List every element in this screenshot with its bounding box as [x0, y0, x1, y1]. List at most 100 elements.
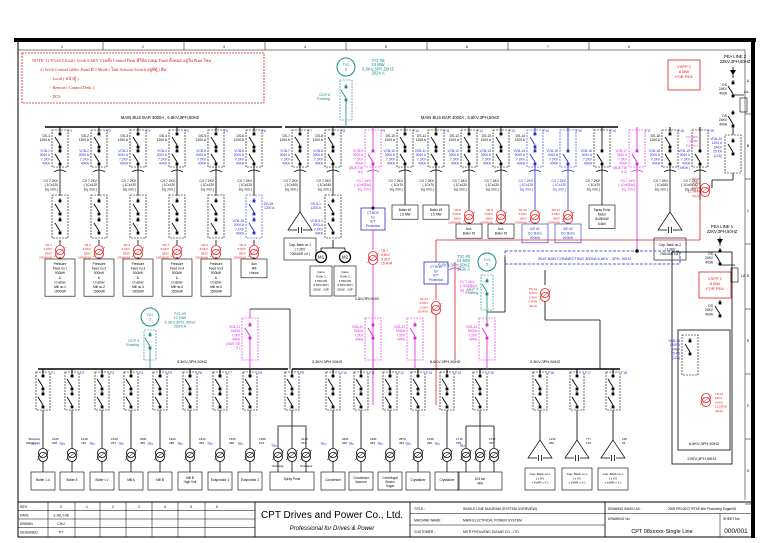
drawout-contact-icon — [97, 212, 101, 216]
vcb-icon — [571, 396, 578, 406]
ds-label: DS — [708, 252, 713, 256]
vcb-icon — [529, 153, 536, 163]
ruler-column-label: 2 — [142, 45, 144, 49]
drawout-contact-icon — [298, 162, 302, 166]
drawout-contact-icon — [100, 387, 104, 391]
tr-label: TRx — [59, 442, 65, 446]
designed-label: DESIGNED — [20, 531, 38, 535]
vcb-label: VCB-10 — [383, 149, 395, 153]
vcb-label: 3150 A — [617, 153, 628, 157]
disconnect-switch-icon — [171, 203, 178, 213]
tr-label: TRx — [237, 442, 243, 446]
tr-label: TRx — [118, 442, 124, 446]
cable-label: ( 1Cx120 — [201, 183, 215, 187]
transformer-arrow-icon — [459, 449, 473, 461]
ds-label: 24KV — [705, 308, 714, 312]
load-label: 48A — [477, 481, 484, 485]
transformer-icon — [172, 245, 182, 255]
disconnect-switch-icon — [534, 378, 541, 388]
capacitor-bank-icon — [287, 211, 313, 233]
vcb-label: #1) — [358, 170, 363, 174]
vcb-label: 7.2KV — [417, 157, 427, 161]
vcb-label: 7.2KV — [354, 157, 364, 161]
vspp-label: VSPP 1 — [708, 276, 723, 281]
load-rating-kw: 1540 — [111, 437, 118, 441]
tr-label: TRx — [348, 442, 354, 446]
load-label: Boiler 1-4 — [36, 478, 50, 482]
drawout-contact-icon — [70, 387, 74, 391]
disconnect-switch-icon — [93, 203, 100, 213]
feeder-id: F18 — [678, 129, 684, 133]
load-box — [240, 258, 268, 279]
cable-termination-icon — [663, 169, 677, 173]
load-label: 500kW — [530, 236, 540, 240]
drawout-contact-icon — [58, 149, 62, 153]
gcp-breaker-icon — [144, 337, 151, 347]
ds-label: 24KV — [705, 256, 714, 260]
load-label: 500kW — [211, 271, 221, 275]
transformer-arrow-icon — [473, 449, 487, 461]
feeder-id: F5 — [168, 371, 172, 375]
transformer-icon — [328, 448, 338, 458]
tr-label: 6.6KV — [692, 185, 700, 189]
vcb-label: 1200 A — [712, 141, 723, 145]
load-label: & — [98, 276, 101, 280]
disconnect-switch-icon — [412, 378, 419, 388]
vcb-icon — [430, 153, 437, 163]
feeder-id: F10 — [413, 129, 419, 133]
tr-label: (New) — [529, 304, 537, 308]
vcb-label: VCB-21 — [229, 325, 240, 329]
drawout-contact-icon — [218, 374, 222, 378]
pea-substation-box — [671, 251, 733, 465]
load-rating-amp: 454 — [399, 441, 404, 445]
disconnect-switch-icon — [327, 136, 334, 146]
load-label: Mill no.3 — [132, 285, 144, 289]
vcb-icon — [132, 222, 139, 232]
drawout-contact-icon — [403, 132, 407, 136]
ruler-row-label: F — [747, 404, 749, 408]
vcb-label: ( NEW ) — [678, 166, 690, 170]
tr-label: TRx — [405, 442, 411, 446]
vcb-label: VCB-8-1 — [310, 219, 323, 223]
load-label: Sugar — [386, 484, 395, 488]
capacitor-bank-icon — [657, 211, 683, 233]
vcb-label: 7.2KV — [314, 157, 324, 161]
transformer-icon — [431, 305, 441, 315]
load-label: 1750 kW — [339, 279, 351, 283]
switchgear-panel-2 — [168, 194, 186, 239]
generator-label: 14 MW — [457, 258, 470, 263]
cable-termination-icon — [630, 169, 644, 173]
feeder-id: F12 — [477, 129, 483, 133]
transformer-icon — [67, 452, 77, 462]
vcb-label: 40KA — [282, 162, 291, 166]
transformer-icon — [540, 292, 550, 302]
tr-label: 22KV — [715, 396, 722, 400]
ds-label: 1200 A — [40, 138, 51, 142]
tr-label: TR-3 — [123, 243, 130, 247]
load-label: Crusher — [54, 280, 66, 284]
vcb-label: 40KA — [236, 232, 245, 236]
tr-label: 6.6KV — [552, 212, 561, 216]
feeder-id: F15 — [576, 129, 582, 133]
drawout-contact-icon — [371, 149, 375, 153]
vcb-label: 2000 A — [548, 153, 559, 157]
ds-label: DS-5 — [198, 134, 206, 138]
tr-label: TR-7 — [381, 249, 388, 253]
capacitor-gap — [610, 455, 616, 461]
drawing-title: SINGLE LINE DIAGRAM (SYSTEM OVERVIEW) — [463, 507, 537, 511]
tr-label: 380V — [454, 216, 462, 220]
tr-label: 3 MVA — [528, 300, 537, 304]
vcb-label: 7.2KV — [235, 227, 245, 231]
tr-label: 380V — [201, 251, 209, 255]
load-rating-kw: 2621 — [342, 437, 349, 441]
drawout-contact-icon — [499, 162, 503, 166]
drawout-contact-icon — [136, 212, 140, 216]
drawout-contact-icon — [129, 405, 133, 409]
cable-label: Sq. mm.) — [239, 187, 252, 191]
disconnect-switch-icon — [132, 203, 139, 213]
vcb-label: VCB-12 — [447, 149, 459, 153]
vcb-icon — [481, 327, 488, 337]
transformer-arrow-icon — [36, 449, 50, 461]
drawout-contact-icon — [214, 149, 218, 153]
gcp-label: GCP 3 — [128, 339, 139, 343]
